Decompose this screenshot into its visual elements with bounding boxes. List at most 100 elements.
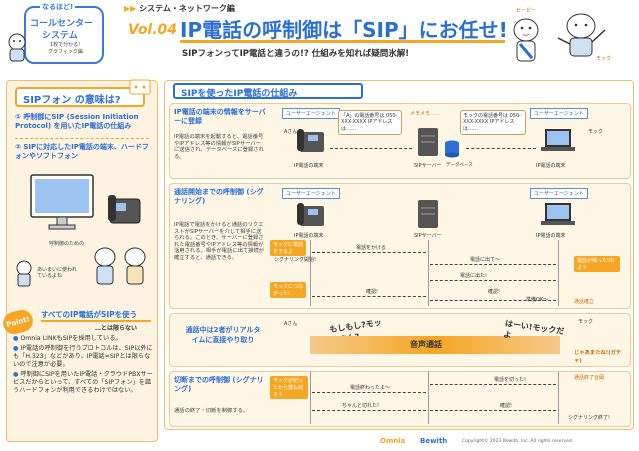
section4-msg3: ちゃんと切れた!	[342, 403, 380, 409]
msg-arrow3	[430, 280, 556, 281]
database-icon	[445, 140, 459, 158]
section1-label-db: データベース	[446, 163, 473, 168]
footer: Omnia Bewith Copyright© 2023 Bewith, Inc…	[380, 436, 635, 450]
bullet-item: ● Omnia LINKもSIPを採用している。	[13, 335, 122, 342]
lifeline-right	[558, 372, 559, 424]
bullet-item: ● IP電話の呼制御を行うプロトコルは、SIP以外にも「H.323」などがあり、…	[13, 345, 153, 369]
page-title: IP電話の呼制御は「SIP」にお任せ!	[180, 18, 508, 42]
section3: 通話中は2者がリアルタイムに直接やり取り Aさん もしもし?モックさん? 音声通…	[169, 313, 631, 367]
mascot-bird-icon	[513, 18, 539, 62]
section4-msg4: 確認!	[500, 403, 513, 409]
speech2: あいまいに使われているよね	[37, 267, 77, 280]
mascot-dog-icon	[8, 33, 26, 62]
right-panel-title: SIPを使ったIP電話の仕組み	[181, 89, 298, 99]
section1-label-ip-right: IP電話の端末	[536, 163, 566, 169]
section2-label-ip-right: IP電話の端末	[536, 233, 566, 239]
point-badge: Point!	[0, 307, 36, 337]
header: なるほど! コールセンター システム 1枚で分かる! グラフィック編 ▶▶ シス…	[0, 0, 639, 72]
series-badge-sub1: 1枚で分かる!	[50, 42, 81, 48]
bullet-item: ● 呼制御にSIPを用いたIP電話・クラウドPBXサービスだからといって、すべて…	[13, 371, 153, 395]
mascot-dogs-icon	[94, 247, 146, 285]
lifeline-center	[428, 240, 429, 306]
footer-copyright: Copyright© 2023 Bewith, Inc. All rights …	[462, 439, 574, 444]
sip-server-icon	[418, 200, 438, 228]
section4-desc: 通話の終了・切断を制御する。	[174, 408, 249, 414]
pc-softphone-icon	[30, 174, 94, 230]
msg-arrow1	[312, 252, 426, 253]
section3-note-right: じゃあまたね!(ガチャ)	[574, 350, 622, 364]
bullet-text: IP電話の呼制御を行うプロトコルは、SIP以外にも「H.323」などがあり、IP…	[13, 345, 153, 369]
volume-label: Vol.04	[128, 22, 178, 38]
point2-text: ② SIPに対応したIP電話の端末、ハードフォンやソフトフォン	[15, 143, 149, 161]
laptop-icon	[541, 129, 575, 151]
section1-info-a: 「A」の電話番号は 050-XXX-XXXX IPアドレスは……	[338, 110, 402, 135]
section1-title: IP電話の端末の情報をサーバーに登録	[174, 108, 266, 126]
point1-text: ① 呼制御にSIP (Session Initiation Protocol) …	[15, 113, 139, 131]
point-head-underline	[41, 320, 151, 322]
question-box-icon	[129, 79, 151, 95]
msg-arrow2	[430, 264, 556, 265]
lifeline-left	[310, 372, 311, 424]
bullet-list: ● Omnia LINKもSIPを採用している。 ● IP電話の呼制御を行うプロ…	[13, 335, 155, 395]
section2: 通話開始までの呼制御 (シグナリング) IP電話で電話をかけると通話のリクエスト…	[169, 183, 631, 309]
section4-note-left: モックが切ったから僕も切ろう	[270, 376, 308, 399]
msg-arrow8	[312, 410, 426, 411]
msg-arrow5	[430, 300, 556, 301]
section2-note-left1: モックに電話をするよ	[270, 240, 306, 256]
section4-title: 切断までの呼制御 (シグナリング)	[174, 376, 264, 394]
section4: 切断までの呼制御 (シグナリング) 通話の終了・切断を制御する。 モックが切った…	[169, 371, 631, 427]
section4-status-right: 通話終了合図	[574, 375, 605, 381]
right-panel: SIPを使ったIP電話の仕組み IP電話の端末の情報をサーバーに登録 IP電話の…	[164, 80, 634, 430]
char-left-name: ビーピー	[516, 8, 537, 14]
msg-arrow4	[312, 296, 426, 297]
section1-label-ip-left: IP電話の端末	[294, 163, 324, 169]
section3-title: 通話中は2者がリアルタイムに直接やり取り	[185, 326, 261, 344]
lifeline-center	[428, 372, 429, 424]
voice-call-band	[310, 336, 560, 354]
section2-label-sip: SIPサーバー	[414, 233, 442, 239]
section1-memo: メモメモ……	[410, 111, 441, 117]
series-badge: なるほど! コールセンター システム 1枚で分かる! グラフィック編	[24, 2, 104, 64]
footer-logo-omnia: Omnia	[380, 437, 406, 445]
section2-msg5: 確認!	[366, 289, 379, 295]
section1-label-sip: SIPサーバー	[414, 163, 442, 169]
right-panel-title-bar: SIPを使ったIP電話の仕組み	[173, 83, 363, 99]
section1-ua-left: ユーザーエージェント	[282, 108, 340, 119]
left-divider	[15, 138, 149, 139]
section1-person-a: Aさん	[284, 129, 298, 135]
category-text: システム・ネットワーク編	[139, 4, 235, 13]
section4-status-end: シグナリング終了!	[568, 415, 611, 421]
section4-msg2: 電話を切った!	[494, 377, 527, 383]
section1-desc: IP電話の端末を起動すると、電話番号やIPアドレス等の情報がSIPサーバーに送信…	[174, 134, 264, 160]
ip-phone-icon	[297, 203, 324, 226]
section2-title: 通話開始までの呼制御 (シグナリング)	[174, 188, 264, 206]
section1: IP電話の端末の情報をサーバーに登録 IP電話の端末を起動すると、電話番号やIP…	[169, 103, 631, 179]
msg-arrow9	[430, 410, 556, 411]
section2-ua-left: ユーザーエージェント	[282, 188, 340, 199]
section2-note-left2: モックにつながった!	[270, 282, 306, 298]
point-head2: …とは限らない	[95, 325, 138, 332]
series-badge-main1: コールセンター	[30, 19, 94, 29]
speech1: 呼制御のための	[49, 241, 85, 247]
section1-arrow-right	[466, 148, 536, 149]
left-panel-title: SIPフォン の意味は?	[23, 95, 121, 106]
lifeline-right	[558, 240, 559, 306]
msg-arrow6	[312, 392, 426, 393]
point-head1: すべてのIP電話がSIPを使う	[41, 310, 138, 319]
section2-msg1: 電話をかける	[356, 245, 387, 251]
section2-status-right: 通話確立	[574, 299, 595, 305]
series-badge-top: なるほど!	[40, 2, 76, 12]
category-label: ▶▶ システム・ネットワーク編	[124, 4, 235, 13]
bullet-text: Omnia LINKもSIPを採用している。	[20, 335, 122, 342]
section4-msg1: 電話終わったよ〜	[350, 385, 391, 391]
mascot-small-icon	[16, 260, 32, 287]
ip-phone-icon	[297, 129, 324, 152]
page-subtitle: SIPフォンってIP電話と違うの!? 仕組みを知れば疑問氷解!	[182, 49, 410, 59]
section2-msg2: シグナリング開始!	[274, 257, 317, 263]
left-panel-title-bar: SIPフォン の意味は?	[15, 87, 145, 107]
section3-center: 音声通話	[410, 340, 442, 349]
section1-arrow-left	[330, 148, 412, 149]
section2-msg4: 電話に出た!	[460, 273, 488, 279]
section2-msg6: 確認!	[488, 289, 501, 295]
section2-ua-right: ユーザーエージェント	[530, 188, 588, 199]
